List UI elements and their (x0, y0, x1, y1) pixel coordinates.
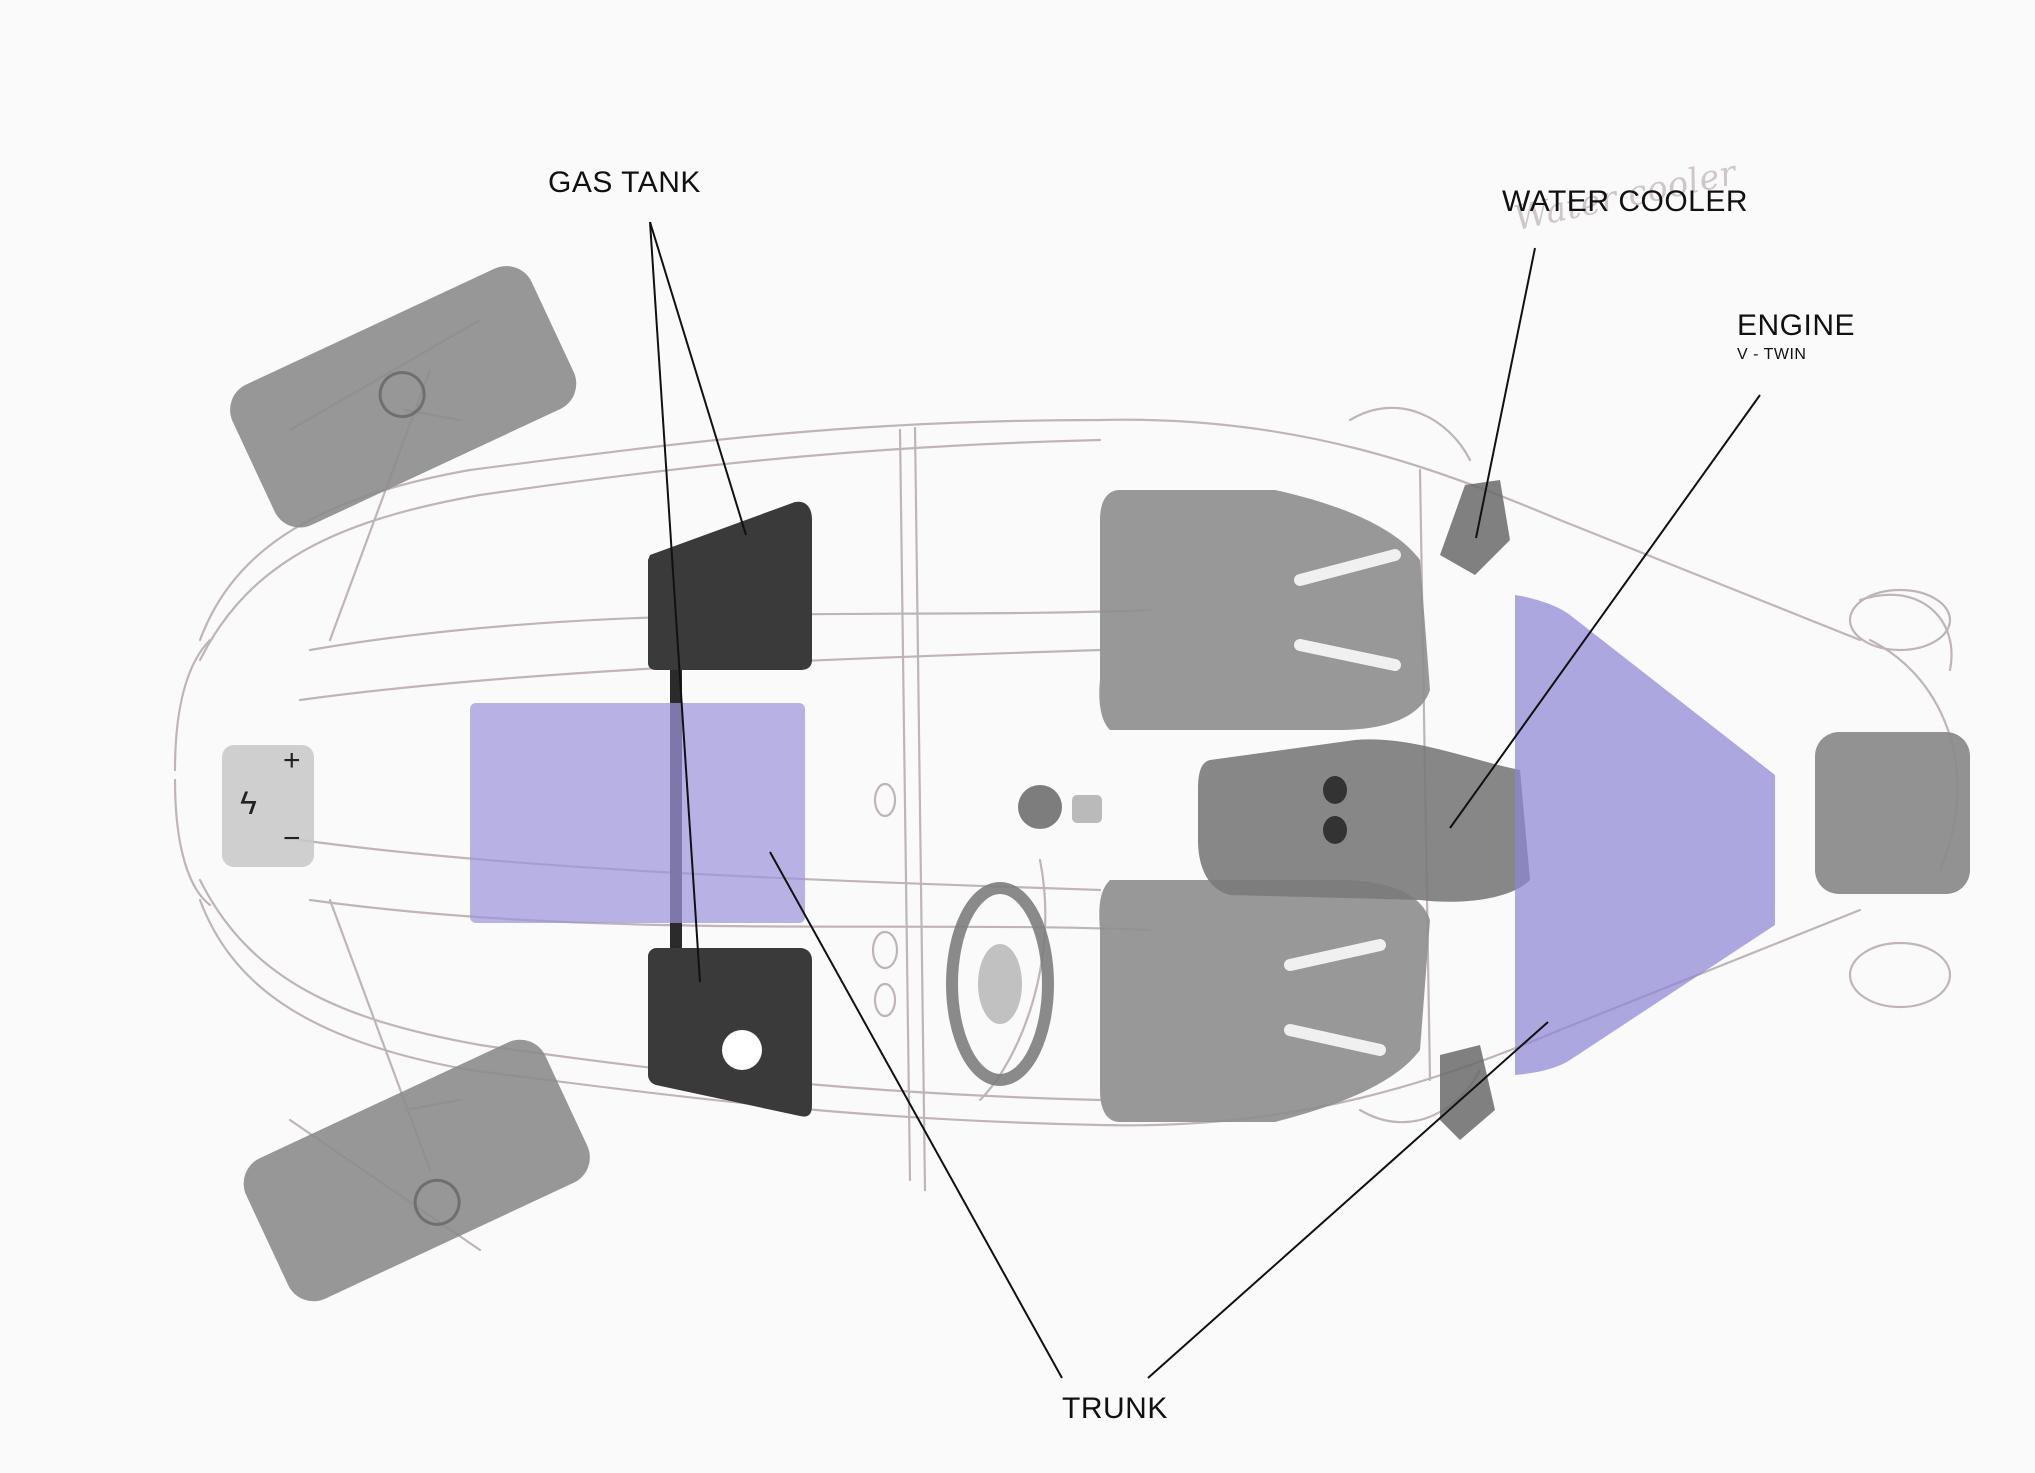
battery-box (222, 745, 314, 867)
battery-plus-symbol: + (283, 744, 302, 777)
battery-minus-symbol: − (283, 822, 302, 855)
gas-tank-cap (722, 1030, 762, 1070)
water-cooler-label: WATER COOLER (1502, 185, 1749, 218)
gear-shifter (1018, 785, 1062, 829)
right-seat (1099, 880, 1430, 1122)
front-right-wheel (243, 1039, 590, 1302)
gas-tank-label: GAS TANK (548, 166, 701, 199)
rear-wheel (1815, 732, 1970, 894)
engine-block (1198, 739, 1530, 902)
front-trunk-area (470, 703, 805, 923)
battery-bolt-icon: ϟ (240, 785, 258, 821)
rear-trunk-area (1515, 595, 1775, 1075)
gas-tank-right-section (648, 948, 812, 1117)
engine-type-label: V - TWIN (1737, 346, 1807, 363)
trunk-label: TRUNK (1062, 1392, 1168, 1425)
seat-belts (1284, 549, 1401, 1056)
front-left-wheel (230, 266, 577, 528)
gas-tank-left-section (648, 501, 812, 670)
left-seat (1099, 490, 1430, 730)
steering-wheel (946, 882, 1054, 1086)
water-cooler-left (1440, 480, 1510, 575)
engine-label: ENGINE (1737, 309, 1856, 342)
leader-lines (649, 221, 1761, 1379)
